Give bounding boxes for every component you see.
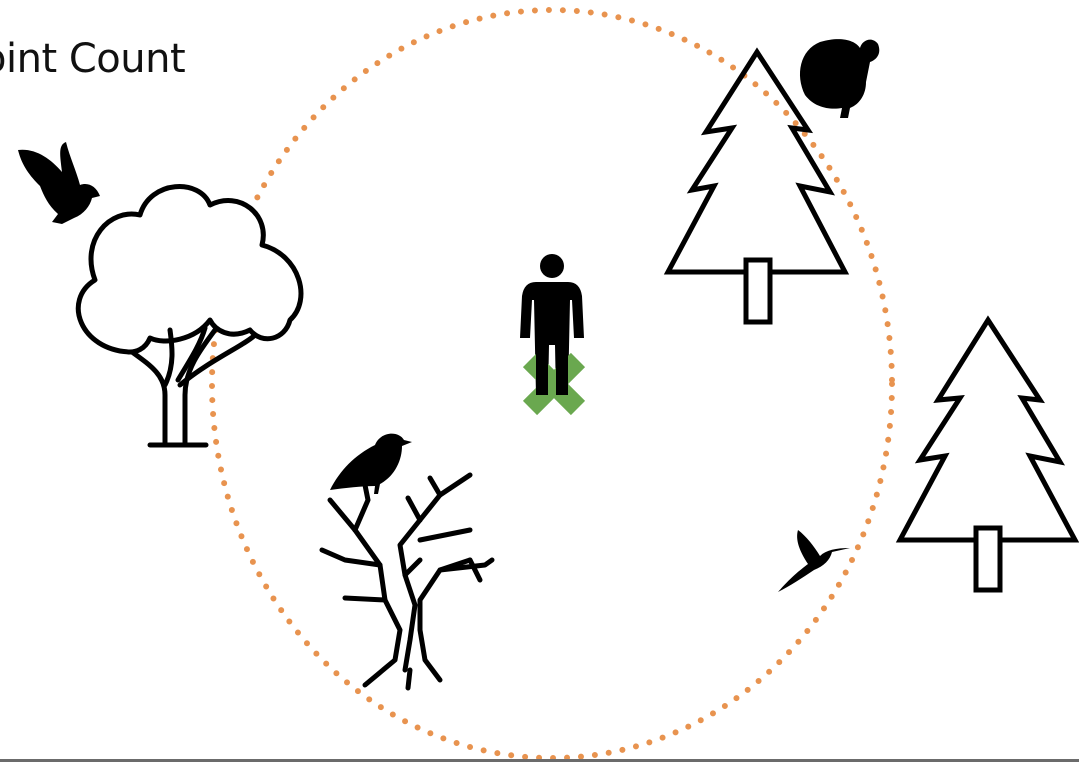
songbird-icon [330,434,412,494]
pine-tree-icon [900,320,1075,590]
bare-tree-icon [322,475,492,688]
deciduous-tree-icon [78,187,301,445]
turkey-icon [800,39,879,118]
eagle-icon [18,142,100,224]
